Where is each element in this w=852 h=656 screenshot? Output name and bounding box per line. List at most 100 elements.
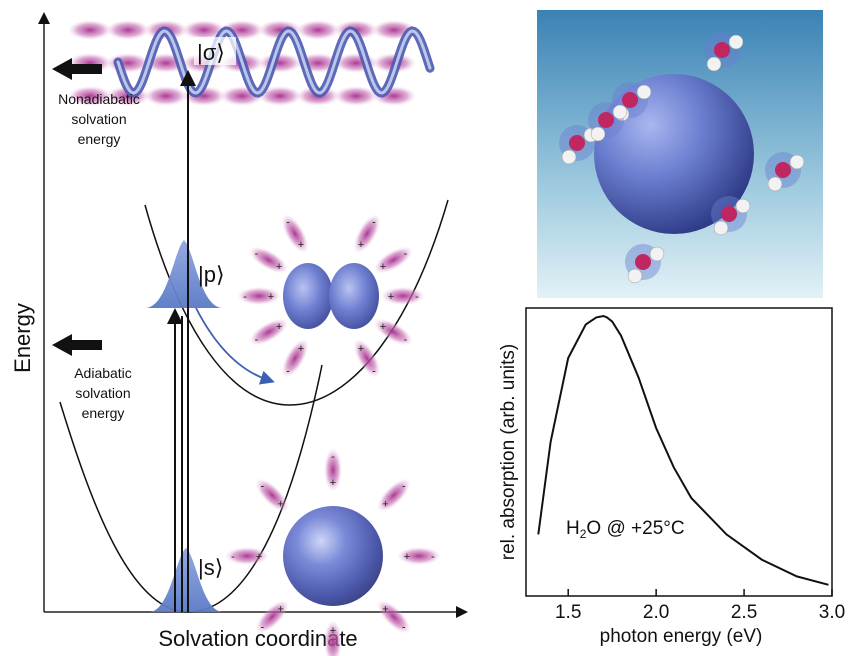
minus-sign: - <box>402 622 406 634</box>
plus-sign: + <box>380 261 386 273</box>
plus-sign: + <box>330 625 336 637</box>
plus-sign: + <box>388 291 394 303</box>
annotation-h: H <box>566 518 580 539</box>
state-s-label: |s⟩ <box>198 555 223 580</box>
hydrogen-atom <box>561 149 577 165</box>
s-solvent-lobe <box>324 448 342 492</box>
oxygen-atom <box>598 112 614 128</box>
hydrogen-atom <box>728 34 744 50</box>
minus-sign: - <box>431 551 435 563</box>
y-axis-label: Energy <box>10 303 35 373</box>
plus-sign: + <box>277 603 283 615</box>
minus-sign: - <box>372 365 376 377</box>
plus-sign: + <box>276 261 282 273</box>
x-tick-label: 2.5 <box>731 602 757 623</box>
plus-sign: + <box>276 321 282 333</box>
plus-sign: + <box>404 551 410 563</box>
plus-sign: + <box>380 321 386 333</box>
s-solvent-lobe <box>255 600 289 634</box>
x-tick-label: 2.0 <box>643 602 669 623</box>
sigma-lobe <box>68 20 112 40</box>
state-sigma-label: |σ⟩ <box>197 40 225 65</box>
adiabatic-label-line2: solvation <box>75 385 130 401</box>
minus-sign: - <box>231 551 235 563</box>
minus-sign: - <box>286 217 290 229</box>
adiabatic-arrow-icon <box>52 334 102 356</box>
hydrogen-atom <box>735 198 751 214</box>
hydrogen-atom <box>590 126 606 142</box>
s-solvent-lobe <box>377 478 411 512</box>
annotation-rest: O @ +25°C <box>586 518 684 539</box>
p-solvent-lobes: +-+-+-+-+-+-+-+-+-+- <box>237 214 425 378</box>
x-tick-label: 3.0 <box>819 602 845 623</box>
sigma-lobe <box>258 86 302 106</box>
sigma-wavefunction-glow <box>116 29 432 95</box>
chart-annotation: H2O @ +25°C <box>566 518 685 541</box>
p-solvent-lobe <box>353 338 381 378</box>
minus-sign: - <box>404 334 408 346</box>
s-solvent-lobe <box>397 547 441 565</box>
energy-diagram: Energy Solvation coordinate |σ⟩ Nonadiab… <box>10 12 468 656</box>
hydrogen-atom <box>789 154 805 170</box>
oxygen-atom <box>622 92 638 108</box>
minus-sign: - <box>255 248 259 260</box>
p-solvent-lobe <box>373 318 413 346</box>
plus-sign: + <box>256 551 262 563</box>
hydrogen-atom <box>713 220 729 236</box>
electron-cavity-sphere <box>594 74 754 234</box>
relaxation-arrow <box>195 307 275 385</box>
absorption-chart: rel. absorption (arb. units) photon ener… <box>498 307 845 647</box>
sigma-lobe <box>258 53 302 73</box>
minus-sign: - <box>404 248 408 260</box>
s-solvent-lobe <box>255 478 289 512</box>
p-orbital-left-lobe <box>283 263 333 329</box>
sigma-lobe <box>334 86 378 106</box>
nonadiabatic-arrow-icon <box>52 58 102 80</box>
hydrogen-atom <box>649 246 665 262</box>
minus-sign: - <box>331 651 335 656</box>
minus-sign: - <box>331 451 335 463</box>
plus-sign: + <box>358 239 364 251</box>
p-solvent-lobe <box>373 246 413 274</box>
s-orbital-sphere <box>283 506 383 606</box>
hydrogen-atom <box>627 268 643 284</box>
p-solvent-lobe <box>281 214 309 254</box>
minus-sign: - <box>260 622 264 634</box>
p-solvent-lobe <box>281 338 309 378</box>
state-p-label: |p⟩ <box>198 262 225 287</box>
chart-x-label: photon energy (eV) <box>600 626 763 647</box>
water-molecules <box>559 32 805 284</box>
p-solvent-lobe <box>353 214 381 254</box>
adiabatic-label-line3: energy <box>82 405 125 421</box>
oxygen-atom <box>569 135 585 151</box>
minus-sign: - <box>260 480 264 492</box>
s-solvent-lobe <box>225 547 269 565</box>
minus-sign: - <box>372 217 376 229</box>
p-orbital-right-lobe <box>329 263 379 329</box>
adiabatic-label-line1: Adiabatic <box>74 365 132 381</box>
sigma-lobe <box>106 20 150 40</box>
minus-sign: - <box>286 365 290 377</box>
p-solvent-lobe <box>249 318 289 346</box>
sigma-lobe <box>182 20 226 40</box>
chart-frame <box>525 307 833 597</box>
solvated-electron-render <box>537 10 823 298</box>
oxygen-atom <box>635 254 651 270</box>
sigma-lobe <box>68 86 112 106</box>
nonadiabatic-label-line2: solvation <box>71 111 126 127</box>
plus-sign: + <box>382 603 388 615</box>
plus-sign: + <box>382 499 388 511</box>
s-solvent-lobe <box>377 600 411 634</box>
p-solvent-lobe <box>381 287 425 305</box>
p-state-peak <box>146 240 222 308</box>
absorption-curve <box>537 314 829 586</box>
p-solvent-lobe <box>237 287 281 305</box>
plus-sign: + <box>298 343 304 355</box>
annotation-subscript: 2 <box>580 527 587 541</box>
s-solvent-lobes: +-+-+-+-+-+-+-+- <box>225 448 441 656</box>
s-state-peak <box>150 548 222 612</box>
oxygen-atom <box>721 206 737 222</box>
sigma-lobe <box>144 86 188 106</box>
hydrogen-atom <box>636 84 652 100</box>
